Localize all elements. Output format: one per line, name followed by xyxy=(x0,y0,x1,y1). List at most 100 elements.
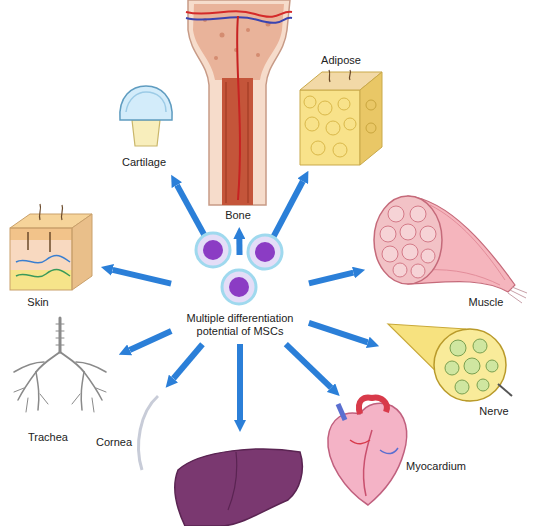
trachea-illustration-part xyxy=(84,372,102,400)
adipose-illustration-part xyxy=(326,121,340,135)
muscle-illustration-part xyxy=(512,287,527,293)
bone-illustration-part xyxy=(222,78,253,205)
bone-illustration-part xyxy=(214,56,218,60)
adipose-illustration-part xyxy=(366,100,376,110)
tissue-node: Adipose xyxy=(298,50,384,168)
tissue-label: Nerve xyxy=(479,404,508,418)
adipose-illustration-part xyxy=(333,143,347,157)
bone-illustration-part xyxy=(220,33,225,38)
cornea-illustration xyxy=(139,396,158,470)
msc-cell-part xyxy=(248,235,282,269)
muscle-illustration-part xyxy=(508,293,522,303)
nerve-illustration-part xyxy=(434,329,506,401)
nerve-illustration-part xyxy=(455,380,469,394)
skin-illustration-part xyxy=(61,205,62,220)
msc-cell-part xyxy=(255,242,275,262)
nerve-illustration-part xyxy=(450,340,466,356)
heart-illustration-part xyxy=(359,398,387,414)
tissue-label: Myocardium xyxy=(406,459,466,473)
skin-illustration-part xyxy=(16,270,70,277)
skin-illustration-part xyxy=(72,214,92,290)
differentiation-arrow xyxy=(309,323,368,343)
differentiation-arrow xyxy=(309,273,354,284)
msc-cell-part xyxy=(229,277,249,297)
nerve-illustration-part xyxy=(445,361,459,375)
msc-cell xyxy=(248,235,282,269)
tissue-node: Myocardium xyxy=(322,398,474,506)
bone-illustration-part xyxy=(186,11,292,17)
muscle-illustration-part xyxy=(411,264,425,278)
heart-illustration-part xyxy=(338,404,345,420)
adipose-illustration-part xyxy=(360,72,382,165)
tissue-label: Trachea xyxy=(28,430,68,444)
liver-illustration xyxy=(175,449,302,526)
cartilage-illustration-part xyxy=(126,92,166,112)
tissue-label: Bone xyxy=(225,208,251,222)
liver-illustration-part xyxy=(228,452,237,510)
msc-cell-part xyxy=(196,233,230,267)
adipose-illustration-part xyxy=(311,141,325,155)
tissue-label: Skin xyxy=(27,295,48,309)
muscle-illustration xyxy=(374,196,527,303)
cartilage-illustration-part xyxy=(120,86,172,120)
nerve-illustration-part xyxy=(477,379,489,391)
nerve-illustration-part xyxy=(464,358,480,374)
skin-illustration-part xyxy=(10,228,72,240)
msc-cell-part xyxy=(203,240,223,260)
trachea-illustration-part xyxy=(14,362,44,372)
bone-illustration-part xyxy=(186,17,292,23)
trachea-illustration-part xyxy=(18,372,36,400)
skin-illustration-part xyxy=(27,232,29,250)
adipose-illustration-part xyxy=(344,118,356,130)
muscle-illustration-part xyxy=(420,226,436,242)
nerve-illustration-part xyxy=(473,339,487,353)
msc-cell xyxy=(222,270,256,304)
nerve-illustration-part xyxy=(498,384,512,396)
muscle-illustration-part xyxy=(393,263,407,277)
trachea-illustration-part xyxy=(59,318,62,352)
adipose-illustration-part xyxy=(366,123,376,133)
muscle-illustration-part xyxy=(400,224,416,240)
heart-illustration-part xyxy=(380,448,398,454)
bone-illustration xyxy=(186,0,292,205)
skin-illustration-part xyxy=(49,232,51,252)
msc-caption: Multiple differentiation potential of MS… xyxy=(174,312,306,342)
heart-illustration-part xyxy=(328,403,407,505)
differentiation-arrow xyxy=(173,344,202,378)
heart-illustration-part xyxy=(350,440,370,444)
adipose-illustration-part xyxy=(305,117,319,131)
msc-cell xyxy=(196,233,230,267)
differentiation-arrow xyxy=(113,270,171,284)
skin-illustration-part xyxy=(16,256,70,263)
msc-cell-part xyxy=(222,270,256,304)
differentiation-arrow xyxy=(130,331,172,350)
cornea-illustration-part xyxy=(139,396,158,470)
liver-illustration-part xyxy=(175,449,302,526)
skin-illustration-part xyxy=(10,228,72,290)
muscle-illustration-part xyxy=(380,226,396,242)
tissue-label: Cartilage xyxy=(122,155,166,169)
liver-arrow xyxy=(237,344,243,420)
tissue-label: Muscle xyxy=(469,295,504,309)
bone-illustration-part xyxy=(246,28,250,32)
muscle-illustration-part xyxy=(388,206,404,222)
skin-illustration-part xyxy=(10,240,72,270)
trachea-illustration-part xyxy=(76,362,106,372)
adipose-illustration-part xyxy=(349,70,350,80)
tissue-node: Nerve xyxy=(382,318,514,420)
adipose-illustration xyxy=(300,70,382,165)
tissue-node: Cornea xyxy=(94,390,164,472)
adipose-illustration-part xyxy=(329,70,330,82)
muscle-illustration-part xyxy=(410,206,426,222)
skin-illustration xyxy=(10,204,92,290)
muscle-illustration-part xyxy=(421,249,435,263)
adipose-illustration-part xyxy=(300,90,360,165)
cartilage-illustration xyxy=(120,86,172,146)
heart-illustration xyxy=(328,398,407,505)
trachea-illustration-part xyxy=(56,324,64,345)
tissue-node: Muscle xyxy=(368,188,530,311)
trachea-illustration-part xyxy=(36,372,39,410)
adipose-illustration-part xyxy=(304,96,316,108)
